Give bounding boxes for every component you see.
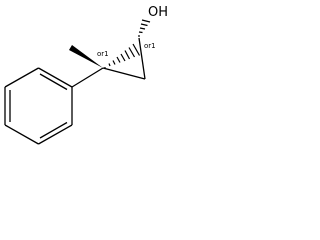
cyclopropane-ring	[102, 37, 146, 80]
cyclopropane-bond-c1-c3	[138, 37, 146, 80]
ring-bond-3	[38, 124, 73, 145]
ring-bond-4	[4, 124, 39, 145]
ring-bond-1	[38, 67, 73, 88]
ring-bond-6	[4, 67, 39, 88]
hashed-bond-c1-oh	[138, 19, 151, 37]
phenyl-to-c2-bond	[71, 67, 104, 88]
ring-double-bond-inner-1	[39, 73, 68, 91]
benzene-ring	[4, 67, 73, 145]
hydroxyl-label: OH	[148, 5, 168, 20]
hashed-bond-c2-c1	[104, 43, 141, 68]
structure-drawing: OH or1 or1	[4, 5, 168, 145]
stereo-label-c2: or1	[97, 50, 109, 58]
stereo-label-c1: or1	[144, 42, 156, 50]
methyl-wedge-bond	[69, 45, 103, 68]
cyclopropane-bond-c2-c3	[102, 67, 146, 80]
ring-double-bond-inner-2	[39, 121, 68, 139]
